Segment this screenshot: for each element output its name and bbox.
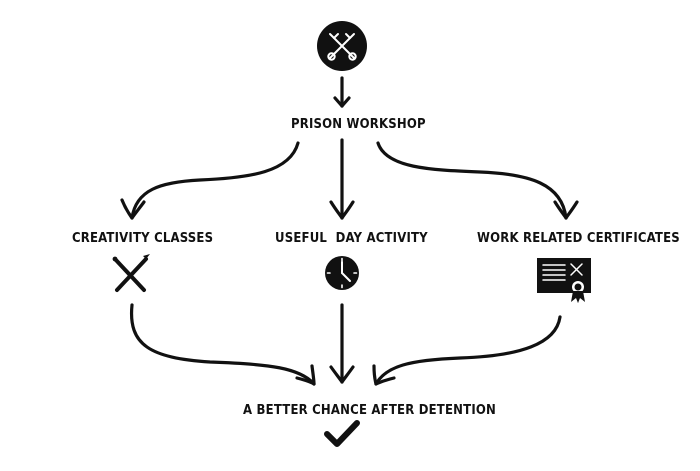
clock-icon [325, 256, 359, 290]
crossed-pencil-brush-icon [112, 254, 150, 292]
certificate-icon [537, 258, 591, 303]
checkmark-icon [324, 420, 360, 447]
node-label-useful-day-activity: USEFUL DAY ACTIVITY [275, 231, 428, 246]
arrow-keys-to-workshop [333, 76, 351, 108]
node-label-creativity-classes: CREATIVITY CLASSES [72, 231, 214, 246]
arrow-activity-to-result [329, 303, 355, 384]
arrow-workshop-to-activity [329, 138, 355, 220]
arrow-workshop-to-creativity [120, 141, 300, 220]
crossed-keys-icon [317, 21, 367, 71]
arrow-workshop-to-certificates [376, 141, 579, 220]
node-label-better-chance: A BETTER CHANCE AFTER DETENTION [243, 403, 497, 418]
node-label-prison-workshop: PRISON WORKSHOP [291, 117, 426, 132]
node-label-work-related-certificates: WORK RELATED CERTIFICATES [477, 231, 680, 246]
arrow-creativity-to-result [129, 303, 316, 386]
arrow-certificates-to-result [372, 315, 562, 386]
